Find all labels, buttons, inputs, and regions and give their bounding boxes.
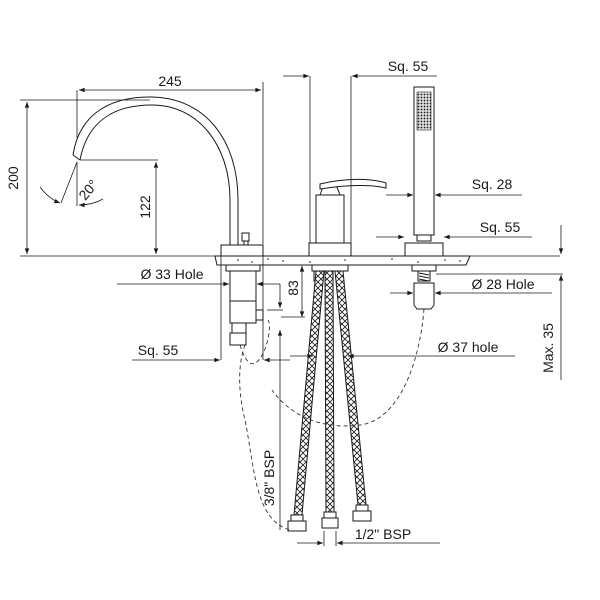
deck-plate <box>20 255 560 266</box>
gooseneck-spout-icon <box>72 96 264 257</box>
label-28-hole: Ø 28 Hole <box>471 276 534 292</box>
braided-hose-icon <box>287 264 372 532</box>
dim-mixer-width: Sq. 55 <box>283 58 437 243</box>
dim-handshower-base: Sq. 55 <box>376 219 564 254</box>
dim-outlet-angle: 20° <box>39 161 104 208</box>
mixer-lever-icon <box>308 178 387 257</box>
label-sq55-mixer: Sq. 55 <box>388 58 429 74</box>
label-3-8-bsp: 3/8" BSP <box>261 450 277 506</box>
dim-mixer-hole: Ø 37 hole <box>290 339 515 359</box>
label-33-hole: Ø 33 Hole <box>140 266 203 282</box>
label-245: 245 <box>158 73 182 89</box>
label-83: 83 <box>285 280 301 296</box>
handshower-icon <box>404 86 444 310</box>
spout-shank <box>225 264 264 346</box>
label-sq55-handshower: Sq. 55 <box>480 219 521 235</box>
label-37-hole: Ø 37 hole <box>438 339 499 355</box>
label-1-2-bsp: 1/2" BSP <box>355 526 411 542</box>
hose-route-dashed <box>239 308 425 531</box>
label-20-deg: 20° <box>75 177 101 204</box>
dim-thread-1-2: 1/2" BSP <box>297 526 440 546</box>
label-sq28: Sq. 28 <box>472 176 513 192</box>
label-max-35: Max. 35 <box>540 323 556 373</box>
dim-spout-base: Sq. 55 <box>132 256 290 363</box>
dim-outlet-height: 122 <box>80 159 159 254</box>
dim-handshower-hole: Ø 28 Hole <box>390 276 552 296</box>
dim-spout-hole: Ø 33 Hole <box>117 266 280 287</box>
dim-thread-3-8: 3/8" BSP <box>261 450 277 506</box>
dim-handshower-width: Sq. 28 <box>386 176 522 198</box>
label-122: 122 <box>137 195 153 219</box>
dim-shank-length: 83 <box>267 265 305 530</box>
dim-max-deck: Max. 35 <box>436 273 564 380</box>
label-200: 200 <box>5 166 21 190</box>
dim-spout-reach: 245 <box>76 73 264 244</box>
label-sq55-spout: Sq. 55 <box>138 342 179 358</box>
dim-spout-height: 200 <box>5 99 150 254</box>
